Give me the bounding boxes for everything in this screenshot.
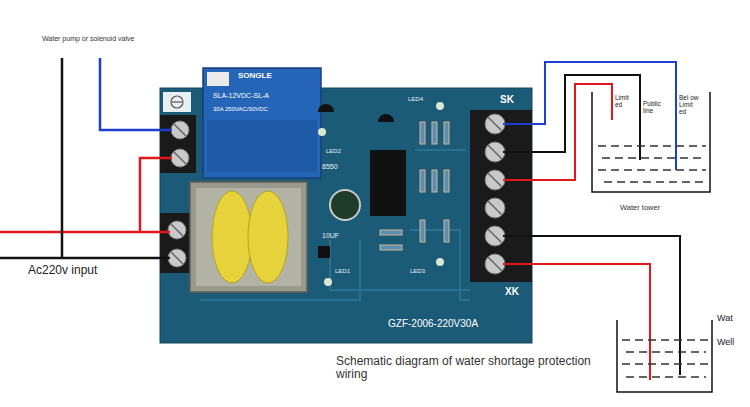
silkscreen-label: 8550: [322, 163, 338, 171]
screw-slots: [488, 117, 502, 271]
bridge-rectifier: [318, 246, 330, 258]
transformer-core: [196, 188, 301, 286]
water-surface: [598, 146, 706, 182]
terminal-screws: [485, 114, 505, 274]
board-model: GZF-2006-220V30A: [388, 318, 478, 329]
terminal-screws: [168, 121, 189, 267]
mounting-tab: [163, 92, 191, 112]
tank-name: Water tower: [620, 204, 660, 212]
transformer-coil: [212, 191, 252, 283]
blue-wire: [100, 58, 172, 130]
silkscreen-label: SK: [500, 94, 514, 105]
water-surface: [622, 340, 708, 377]
silkscreen-label: LED4: [408, 96, 423, 103]
silkscreen-label: LED1: [335, 268, 350, 275]
red-wire: [140, 158, 172, 232]
probe-label: Public line: [643, 100, 663, 114]
tank-name: Wat: [717, 314, 733, 324]
relay-model: SLA-12VDC-SL-A: [213, 92, 269, 100]
well-tank: [617, 320, 712, 392]
black-wire: [503, 75, 640, 160]
pcb-board: SK LED4LED2 8550 10UF LED1 LED3XK GZF-2006-220…: [160, 88, 532, 343]
transformer-core: [190, 182, 307, 292]
silkscreen-label: 10UF: [322, 232, 339, 240]
relay-face: [207, 120, 317, 172]
probe-label: Bel ow Limit ed: [679, 94, 699, 115]
input-label: Ac220v input: [28, 264, 97, 277]
mounting-hole: [171, 96, 183, 108]
leds: [318, 102, 444, 286]
resistors: [380, 122, 449, 250]
terminal-block: [160, 115, 196, 173]
water-tower-tank: [592, 92, 710, 192]
silkscreen-label: LED2: [326, 148, 341, 155]
probe-label: Limit ed: [615, 94, 631, 108]
pcb-board: [160, 88, 532, 343]
silkscreen-label: LED3: [410, 268, 425, 275]
silkscreen-label: XK: [505, 286, 519, 297]
terminal-block: [470, 110, 532, 282]
caption: Schematic diagram of water shortage prot…: [336, 355, 614, 381]
transformer-coil: [248, 191, 288, 283]
red-wire: [503, 84, 612, 180]
device-label: Water pump or solenoid valve: [42, 35, 134, 43]
relay-rating: 30A 250VAC/30VDC: [213, 106, 268, 113]
blue-wire: [503, 62, 676, 170]
red-wire: [0, 231, 170, 234]
well: WatWell: [617, 320, 712, 392]
capacitor: [330, 190, 360, 220]
tank-name: Well: [717, 338, 734, 348]
black-wire: [0, 257, 170, 260]
mounting-hole: [172, 101, 182, 102]
water-tower: Limit edPublic lineBel ow Limit edWater …: [592, 92, 710, 192]
transistor: [318, 104, 334, 112]
relay-logo: [207, 72, 229, 86]
relay-brand: SONGLE: [238, 72, 272, 81]
relay: [203, 68, 321, 178]
screw-slots: [171, 124, 186, 264]
transistor: [378, 114, 394, 122]
relay: SONGLE SLA-12VDC-SL-A 30A 250VAC/30VDC: [203, 68, 321, 178]
black-wire: [61, 58, 64, 258]
ic-chip: [370, 150, 406, 216]
